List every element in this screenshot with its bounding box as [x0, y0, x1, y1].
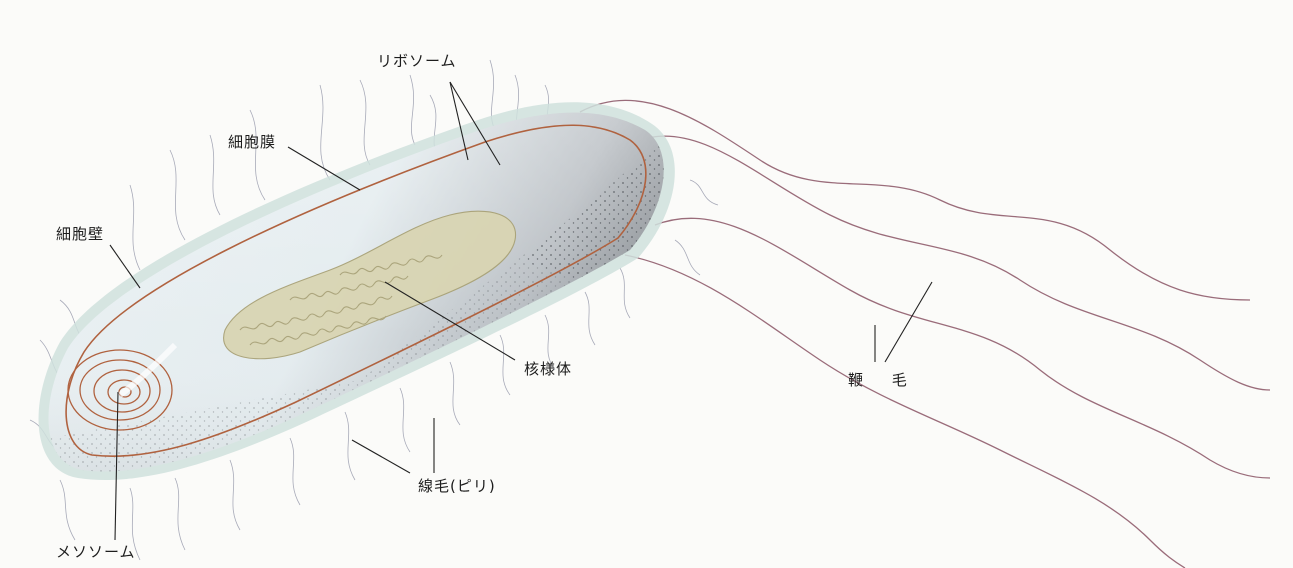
label-flagellum: 鞭 毛	[848, 369, 919, 390]
label-nucleoid: 核様体	[524, 358, 572, 379]
flagella	[580, 100, 1270, 568]
label-mesosome: メソソーム	[56, 541, 136, 562]
label-ribosome: リボソーム	[377, 50, 457, 71]
leader-flagellum-b	[885, 282, 932, 362]
label-cell-wall: 細胞壁	[56, 223, 104, 244]
label-pili: 線毛(ピリ)	[418, 475, 496, 496]
leader-pili-a	[352, 440, 410, 473]
label-cell-membrane: 細胞膜	[228, 131, 276, 152]
